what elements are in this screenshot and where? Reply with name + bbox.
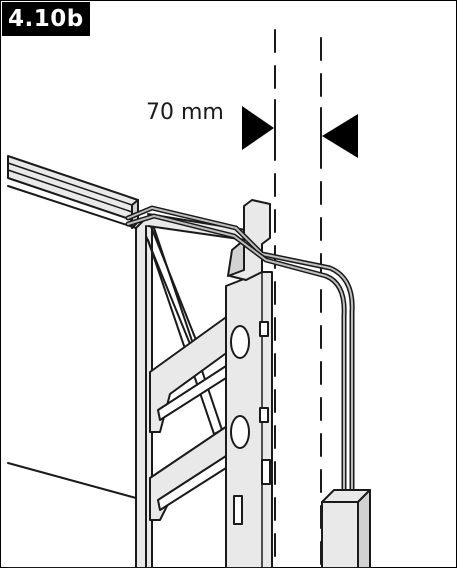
rail-hook-side [227,239,245,277]
cable-duct-vertical-front [321,501,359,568]
rail-hole-2 [230,415,250,449]
duct-inner-line-2 [7,169,133,213]
cable-inner [127,207,354,501]
roller-panel [7,185,137,568]
dimension-label: 70 mm [146,100,224,125]
dimension-arrow-left [242,106,274,150]
duct-inner-line [7,162,133,206]
rail-slot-2 [259,407,269,423]
figure-label: 4.10b [2,2,90,36]
rail-slot-3 [261,459,271,485]
panel-edge [7,462,137,499]
cable-duct-vertical-side [357,489,371,568]
rail-slot-1 [259,321,269,337]
rail-slot-4 [233,495,243,525]
dimension-arrow-right [322,114,358,158]
rail-hole-1 [230,325,250,359]
cable-inner-2 [127,215,346,501]
bracket-strut [145,223,197,345]
